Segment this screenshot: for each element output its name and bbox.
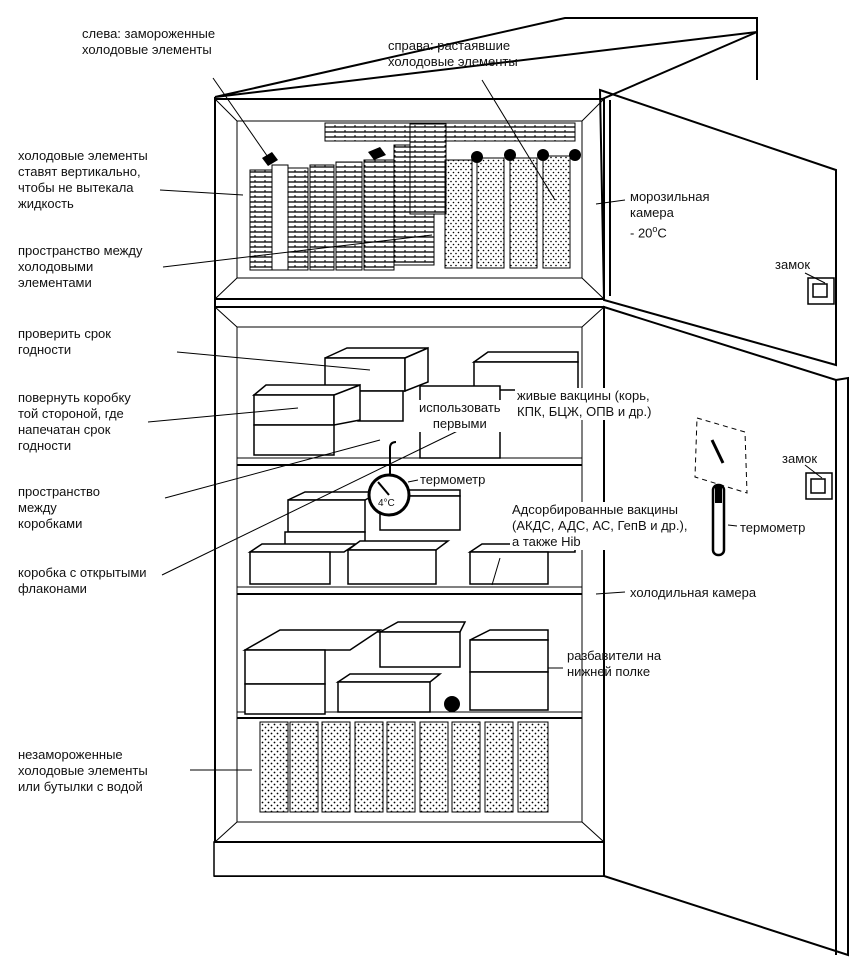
unfrozen-cold-packs	[259, 696, 549, 813]
dial-thermometer	[367, 441, 411, 517]
leader-lines	[147, 77, 826, 771]
label-live-vaccines: живые вакцины (корь,КПК, БЦЖ, ОПВ и др.)	[515, 388, 654, 420]
label-thermometer-dial: термометр	[418, 472, 488, 488]
fridge-door	[603, 305, 849, 957]
label-thermometer-door: термометр	[740, 520, 806, 535]
dial-reading: 4°C	[378, 498, 395, 509]
label-lock-top: замок	[775, 257, 811, 272]
label-lock-bottom: замок	[782, 451, 818, 466]
label-adsorbed-vaccines: Адсорбированные вакцины(АКДС, АДС, АС, Г…	[510, 502, 690, 550]
frozen-cold-packs	[249, 122, 576, 271]
top-shelf-boxes	[251, 346, 579, 459]
thawed-cold-packs	[444, 149, 581, 269]
freezer-door	[598, 88, 837, 367]
bottom-shelf-boxes	[242, 621, 549, 715]
label-fridge-chamber: холодильная камера	[630, 585, 757, 600]
freezer-compartment	[214, 98, 605, 300]
